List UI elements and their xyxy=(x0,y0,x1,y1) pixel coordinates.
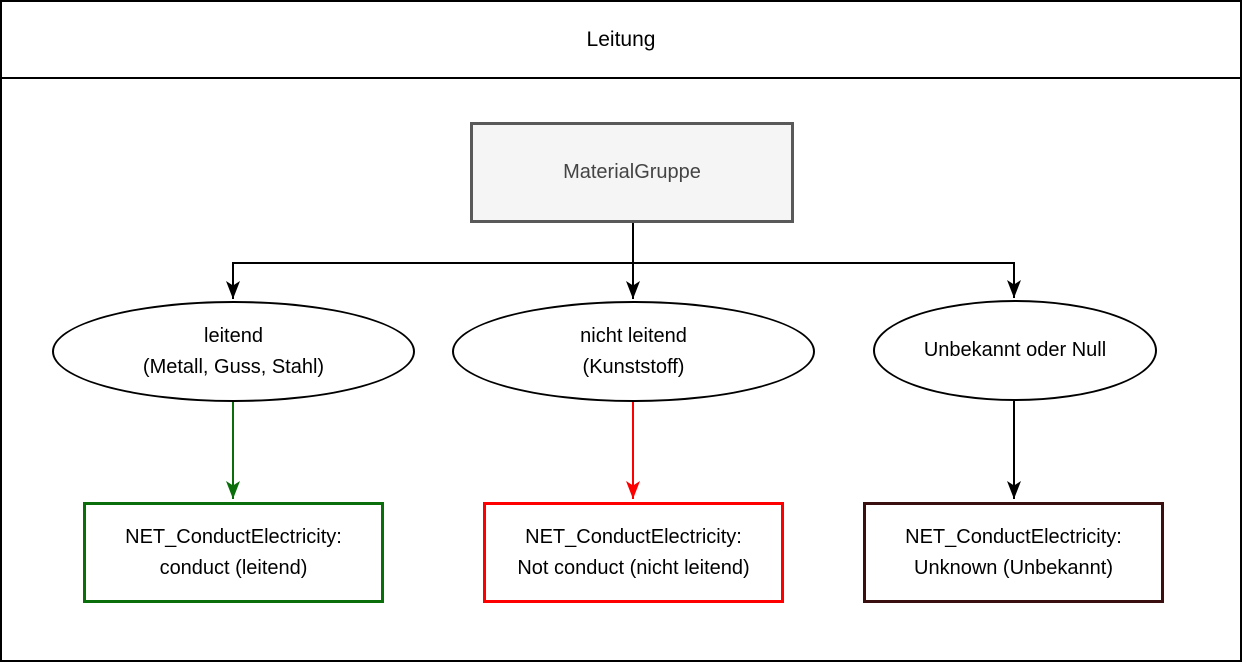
result-conduct-line1: NET_ConductElectricity: xyxy=(125,525,342,548)
result-not-conduct-line1: NET_ConductElectricity: xyxy=(525,525,742,548)
condition-nicht-leitend-line2: (Kunststoff) xyxy=(582,355,685,378)
node-materialgruppe-label: MaterialGruppe xyxy=(563,161,701,183)
condition-leitend-line2: (Metall, Guss, Stahl) xyxy=(142,355,325,378)
result-unknown-line1: NET_ConductElectricity: xyxy=(905,525,1122,548)
condition-nicht-leitend: nicht leitend (Kunststoff) xyxy=(452,301,815,402)
condition-unbekannt: Unbekannt oder Null xyxy=(873,300,1157,401)
title-bar: Leitung xyxy=(2,2,1240,79)
result-unknown: NET_ConductElectricity: Unknown (Unbekan… xyxy=(863,502,1164,603)
condition-unbekannt-line1: Unbekannt oder Null xyxy=(923,339,1107,361)
result-not-conduct: NET_ConductElectricity: Not conduct (nic… xyxy=(483,502,784,603)
condition-leitend-line1: leitend xyxy=(204,324,263,347)
result-not-conduct-line2: Not conduct (nicht leitend) xyxy=(517,556,750,579)
page-title: Leitung xyxy=(586,27,656,51)
node-materialgruppe: MaterialGruppe xyxy=(470,122,794,223)
result-conduct-line2: conduct (leitend) xyxy=(159,556,308,579)
result-unknown-line2: Unknown (Unbekannt) xyxy=(914,556,1113,579)
condition-leitend: leitend (Metall, Guss, Stahl) xyxy=(52,301,415,402)
result-conduct: NET_ConductElectricity: conduct (leitend… xyxy=(83,502,384,603)
condition-nicht-leitend-line1: nicht leitend xyxy=(580,324,687,347)
